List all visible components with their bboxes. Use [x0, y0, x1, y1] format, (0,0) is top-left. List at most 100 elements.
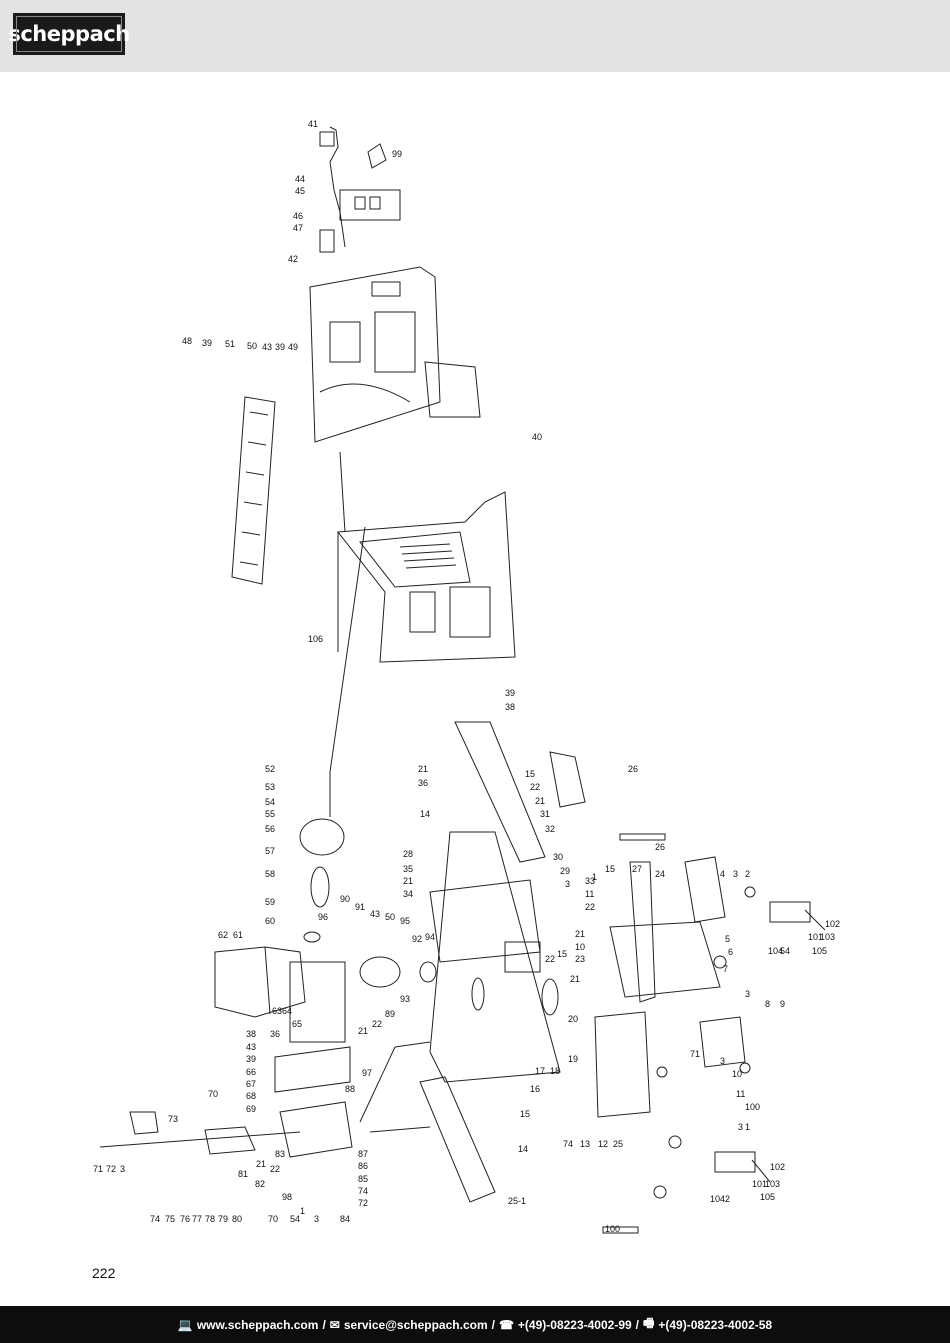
- part-label: 105: [812, 946, 827, 956]
- switch-box: [339, 189, 401, 221]
- part-label: 47: [293, 223, 303, 233]
- part-label: 78: [205, 1214, 215, 1224]
- part-label: 104: [710, 1194, 725, 1204]
- part-label: 21: [570, 974, 580, 984]
- part-label: 82: [255, 1179, 265, 1189]
- part-label: 105: [760, 1192, 775, 1202]
- part-label: 49: [288, 342, 298, 352]
- part-label: 95: [400, 916, 410, 926]
- part-label: 54: [780, 946, 790, 956]
- part-label: 3: [733, 869, 738, 879]
- part-label: 76: [180, 1214, 190, 1224]
- part-label: 36: [270, 1029, 280, 1039]
- fax-icon: 🖷: [643, 1316, 655, 1330]
- part-label: 21: [575, 929, 585, 939]
- part-label: 92: [412, 934, 422, 944]
- part-label: 84: [340, 1214, 350, 1224]
- carriage-plate: [274, 1046, 351, 1093]
- switch-cover: [367, 143, 387, 169]
- gearbox: [359, 956, 401, 988]
- part-label: 63: [272, 1006, 282, 1016]
- part-label: 38: [246, 1029, 256, 1039]
- part-label: 99: [392, 149, 402, 159]
- part-label: 43: [246, 1042, 256, 1052]
- website-link[interactable]: www.scheppach.com: [196, 1317, 319, 1332]
- part-label: 85: [358, 1174, 368, 1184]
- part-label: 103: [820, 932, 835, 942]
- part-label: 39: [275, 342, 285, 352]
- part-label: 25-1: [508, 1196, 526, 1206]
- part-label: 91: [355, 902, 365, 912]
- part-label: 74: [563, 1139, 573, 1149]
- part-label: 20: [568, 1014, 578, 1024]
- part-label: 2: [745, 869, 750, 879]
- upper-side-panel: [309, 266, 441, 443]
- part-label: 64: [282, 1006, 292, 1016]
- part-label: 66: [246, 1067, 256, 1077]
- page-number: 222: [92, 1265, 116, 1281]
- part-label: 15: [520, 1109, 530, 1119]
- lower-side-panel: [337, 491, 516, 663]
- part-label: 39: [246, 1054, 256, 1064]
- separator: /: [491, 1317, 495, 1332]
- part-label: 15: [605, 864, 615, 874]
- part-label: 72: [106, 1164, 116, 1174]
- part-label: 22: [372, 1019, 382, 1029]
- part-label: 21: [535, 796, 545, 806]
- phone-number: +(49)-08223-4002-99: [517, 1317, 632, 1332]
- part-label: 83: [275, 1149, 285, 1159]
- part-label: 29: [560, 866, 570, 876]
- part-label: 31: [540, 809, 550, 819]
- part-label: 9: [780, 999, 785, 1009]
- part-label: 36: [418, 778, 428, 788]
- clamp-100-lower: [714, 1151, 756, 1173]
- part-label: 24: [655, 869, 665, 879]
- part-label: 50: [385, 912, 395, 922]
- fence-rail-upper: [454, 721, 546, 863]
- part-label: 41: [308, 119, 318, 129]
- part-label: 61: [233, 930, 243, 940]
- brand-logo: scheppach: [8, 13, 130, 55]
- part-label: 39: [202, 338, 212, 348]
- part-label: 25: [613, 1139, 623, 1149]
- part-label: 14: [420, 809, 430, 819]
- part-label: 71: [93, 1164, 103, 1174]
- rail-25: [602, 1226, 639, 1234]
- miter-gauge: [549, 751, 586, 808]
- bellows: [310, 866, 330, 908]
- part-label: 11: [736, 1089, 745, 1099]
- part-label: 55: [265, 809, 275, 819]
- part-label: 74: [358, 1186, 368, 1196]
- clamp-80: [204, 1126, 256, 1155]
- part-label: 11: [585, 889, 594, 899]
- part-label: 28: [403, 849, 413, 859]
- part-label: 34: [403, 889, 413, 899]
- extension-bar: [629, 861, 656, 1003]
- part-label: 94: [425, 932, 435, 942]
- monitor-icon: 💻: [177, 1317, 193, 1332]
- part-label: 10: [575, 942, 585, 952]
- part-label: 74: [150, 1214, 160, 1224]
- email-link[interactable]: service@scheppach.com: [343, 1317, 488, 1332]
- part-label: 100: [745, 1102, 760, 1112]
- exploded-parts-diagram: 41 99 44 45 46 47 42 48 39 51 50 43 39 4…: [0, 72, 950, 1262]
- bracket-block: [504, 941, 541, 973]
- part-label: 52: [265, 764, 275, 774]
- drive-shaft: [329, 526, 366, 773]
- part-label: 32: [545, 824, 555, 834]
- part-label: 77: [192, 1214, 202, 1224]
- part-label: 93: [400, 994, 410, 1004]
- part-label: 106: [308, 634, 323, 644]
- part-label: 3: [745, 989, 750, 999]
- power-cord: [329, 126, 346, 248]
- part-label: 21: [403, 876, 413, 886]
- part-label: 87: [358, 1149, 368, 1159]
- part-label: 58: [265, 869, 275, 879]
- part-label: 1: [745, 1122, 750, 1132]
- separator: /: [635, 1317, 640, 1332]
- part-label: 48: [182, 336, 192, 346]
- part-label: 17: [535, 1066, 545, 1076]
- guard-housing: [279, 1101, 353, 1158]
- part-label: 69: [246, 1104, 256, 1114]
- plug: [319, 131, 335, 147]
